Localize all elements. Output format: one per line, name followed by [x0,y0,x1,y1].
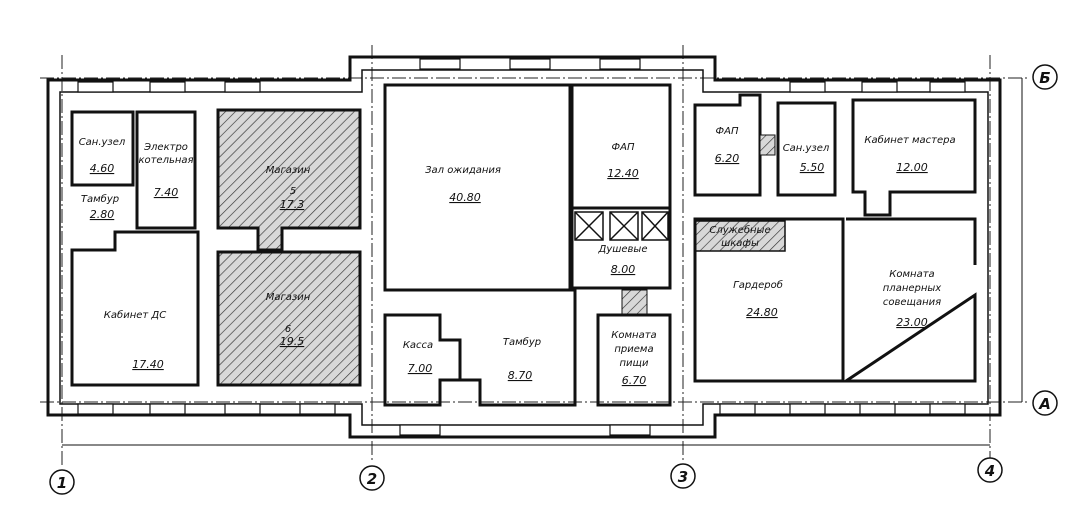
room-master-office: Кабинет мастера 12.00 [851,98,977,217]
outer-walls [46,55,1002,439]
room-kabinet-ds: Кабинет ДС 17.40 [70,230,200,387]
room-name: Касса [403,340,433,351]
room-area: 5.50 [800,161,825,174]
room-area: 17.40 [132,358,164,371]
axis-bubble-b: Б [1032,64,1058,90]
room-tambur-1: Тамбур 2.80 [81,193,119,221]
room-area: 6.70 [622,374,647,387]
room-name: Кабинет ДС [104,309,166,321]
room-dining: Комната приема пищи 6.70 [596,289,672,407]
room-wardrobe: Гардероб 24.80 [693,217,845,383]
room-shop-6: Магазин 6 19.5 [216,250,362,387]
room-sanuzel-2: Сан.узел 5.50 [776,101,837,197]
room-area: 24.80 [746,306,778,319]
room-area: 7.40 [154,186,179,199]
grid-axes [40,45,1030,465]
svg-text:1: 1 [57,474,67,492]
room-name: Служебные [709,224,770,236]
room-name: Тамбур [503,336,541,348]
axis-bubble-4: 4 [977,457,1003,483]
room-name: ФАП [716,126,739,137]
room-name: Магазин [266,292,311,303]
room-area: 19.5 [280,335,305,348]
room-area: 6.20 [715,152,740,165]
room-name: Магазин [266,165,311,176]
room-name: шкафы [721,238,759,249]
axis-bubble-1: 1 [49,469,75,495]
windows [77,58,966,436]
room-area: 4.60 [90,162,115,175]
room-fap-2: ФАП 6.20 [693,93,776,197]
room-area: 12.40 [607,167,639,180]
room-number: 6 [285,324,291,335]
room-area: 8.00 [611,263,636,276]
room-name: Комната [889,269,934,280]
room-cashier: Касса 7.00 [383,313,462,407]
room-number: 5 [290,186,296,197]
room-service-cabinets: Служебные шкафы [694,220,786,252]
room-name: Тамбур [81,193,119,205]
room-shop-5: Магазин 5 17.3 [216,108,362,252]
room-electro-boiler: Электро котельная 7.40 [135,110,197,230]
room-name: Кабинет мастера [864,134,955,146]
room-area: 8.70 [508,369,533,382]
svg-text:4: 4 [984,462,995,480]
axis-bubble-2: 2 [359,465,385,491]
room-name: планерных [883,283,942,294]
room-name: Комната [611,330,656,341]
room-sanuzel-1: Сан.узел 4.60 [70,110,135,187]
room-showers: Душевые 8.00 [570,206,672,290]
axis-bubble-3: 3 [670,463,696,489]
svg-text:Б: Б [1039,69,1050,87]
axis-bubble-a: А [1032,390,1058,416]
room-name: котельная [138,155,193,166]
room-area: 17.3 [280,198,305,211]
room-area: 23.00 [896,316,928,329]
room-name: приема [614,344,653,355]
room-fap-1: ФАП 12.40 [570,83,672,210]
room-tambur-2: Тамбур 8.70 [460,288,577,407]
room-name: Сан.узел [783,143,830,154]
room-name: Гардероб [733,279,783,291]
room-name: ФАП [612,142,635,153]
room-name: совещания [883,297,941,308]
svg-text:3: 3 [678,468,688,486]
room-area: 12.00 [896,161,928,174]
room-name: Сан.узел [79,137,126,148]
svg-text:2: 2 [367,470,377,488]
room-name: Зал ожидания [425,165,501,176]
svg-text:А: А [1038,395,1051,413]
room-waiting-hall: Зал ожидания 40.80 [383,83,572,292]
room-area: 2.80 [90,208,115,221]
room-planning-meetings: Комната планерных совещания 23.00 [841,217,977,383]
room-name: Электро [143,142,188,153]
room-area: 7.00 [408,362,433,375]
room-area: 40.80 [449,191,481,204]
room-name: пищи [620,358,649,369]
room-name: Душевые [598,244,648,255]
